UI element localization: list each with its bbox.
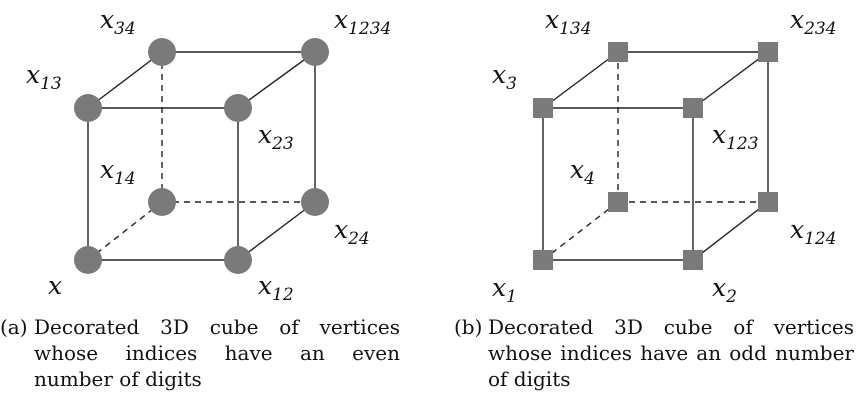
vertex-node — [608, 192, 628, 212]
hidden-edge — [87, 201, 163, 261]
vertex-node — [608, 42, 628, 62]
caption-a-number: (a) — [0, 315, 28, 339]
edge — [87, 51, 163, 109]
vertex-label: x124 — [790, 215, 837, 249]
vertex-label: x13 — [26, 60, 62, 94]
vertex-label: x — [48, 271, 62, 300]
vertex-label: x3 — [492, 60, 517, 94]
hidden-edge — [542, 201, 619, 261]
vertex-node — [148, 38, 176, 66]
vertex-node — [301, 188, 329, 216]
vertex-label: x1 — [492, 273, 517, 307]
edge — [692, 201, 769, 261]
vertex-node — [148, 188, 176, 216]
vertex-label: x1234 — [334, 5, 391, 39]
vertex-label: x234 — [790, 5, 837, 39]
vertex-label: x123 — [712, 120, 759, 154]
cube-a: x x12 x13 x23 x14 x24 x34 x1234 — [26, 5, 391, 305]
vertex-node — [74, 94, 102, 122]
vertex-label: x24 — [334, 215, 370, 249]
vertex-node — [683, 250, 703, 270]
cube-b: x1 x2 x3 x123 x4 x124 x134 x234 — [492, 5, 837, 307]
vertex-node — [683, 98, 703, 118]
vertex-label: x4 — [570, 155, 595, 189]
caption-a-text: Decorated 3D cube of vertices whose indi… — [34, 315, 400, 391]
vertex-node — [533, 250, 553, 270]
vertex-node — [533, 98, 553, 118]
vertex-label: x12 — [258, 271, 294, 305]
vertex-label: x14 — [100, 155, 136, 189]
caption-a: (a) Decorated 3D cube of vertices whose … — [0, 314, 400, 392]
vertex-node — [758, 42, 778, 62]
vertex-node — [74, 246, 102, 274]
vertex-label: x2 — [712, 273, 737, 307]
vertex-label: x23 — [258, 120, 294, 154]
vertex-label: x34 — [100, 5, 136, 39]
vertex-label: x134 — [545, 5, 592, 39]
cubes-figure: x x12 x13 x23 x14 x24 x34 x1234 x — [26, 5, 837, 307]
caption-b-text: Decorated 3D cube of vertices whose indi… — [488, 315, 854, 391]
caption-b: (b) Decorated 3D cube of vertices whose … — [454, 314, 854, 392]
vertex-node — [301, 38, 329, 66]
vertex-node — [758, 192, 778, 212]
vertex-node — [224, 94, 252, 122]
caption-b-number: (b) — [454, 315, 483, 339]
edge — [542, 51, 619, 109]
edge — [237, 201, 316, 261]
vertex-node — [224, 246, 252, 274]
edge — [237, 51, 316, 109]
edge — [692, 51, 769, 109]
